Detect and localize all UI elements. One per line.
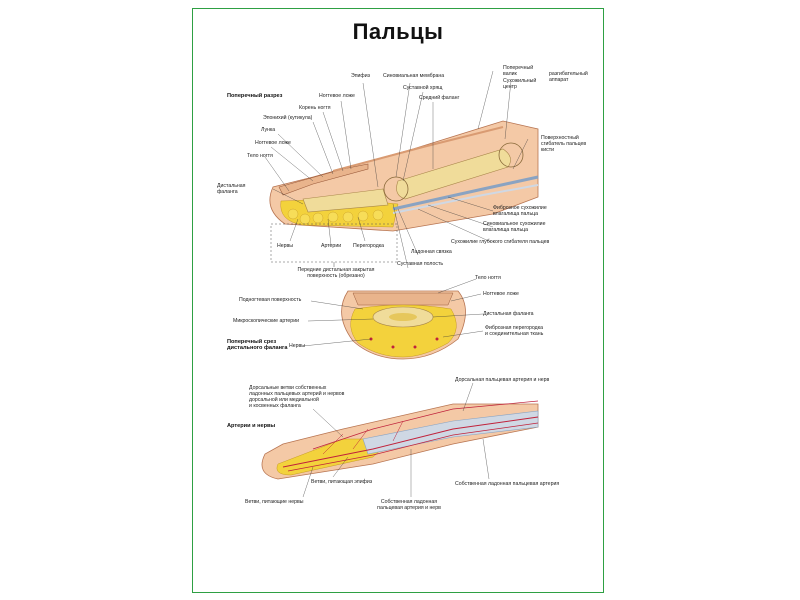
label-tendon-center-2: центр bbox=[503, 84, 517, 90]
label-a-epiphysis-branch: Ветви, питающая эпифиз bbox=[311, 479, 373, 485]
label-superficial-flexor-3: кисти bbox=[541, 147, 555, 153]
label-fibrous-sheath-2: влагалища пальца bbox=[493, 211, 539, 217]
label-a-nerve-branches: Ветви, питающие нервы bbox=[245, 499, 304, 505]
label-a-proper-palmar-1: Собственная ладонная bbox=[380, 499, 438, 505]
finger-longitudinal-section bbox=[269, 120, 539, 267]
label-synovial-membrane: Синовиальная мембрана bbox=[383, 73, 445, 79]
label-superficial-flexor-2: сгибатель пальцев bbox=[541, 141, 587, 147]
poster-frame: Пальцы bbox=[192, 8, 604, 593]
label-nail-bed-left: Ногтевое ложе bbox=[255, 140, 291, 146]
label-extensor-1: разгибательный bbox=[549, 71, 588, 77]
label-eponychium: Эпонихий (кутикула) bbox=[263, 115, 313, 121]
label-t-nerves: Нервы bbox=[289, 343, 306, 349]
label-nerves-top: Нервы bbox=[277, 243, 294, 249]
label-septum: Перегородка bbox=[353, 243, 384, 249]
label-t-nail-body: Тело ногтя bbox=[475, 275, 501, 281]
label-a-dorsal-branches-1: Дорсальные ветви собственных bbox=[249, 385, 327, 391]
label-tendon-center-1: Сухожильный bbox=[503, 78, 537, 84]
label-fibrous-sheath-1: Фиброзное сухожилие bbox=[493, 205, 547, 211]
label-middle-phalanx: Средний фаланг bbox=[419, 95, 460, 101]
label-transverse-ridge-1: Поперечный bbox=[503, 65, 534, 71]
leader-lines-top bbox=[264, 70, 529, 269]
page-title: Пальцы bbox=[352, 19, 444, 44]
label-lunula: Лунка bbox=[261, 127, 276, 133]
label-synovial-sheath-1: Синовиальное сухожилие bbox=[483, 221, 546, 227]
label-a-dorsal-artery: Дорсальная пальцевая артерия и нерв bbox=[455, 377, 550, 383]
label-t-distal-phalanx: Дистальная фаланга bbox=[483, 311, 534, 317]
label-palmar-ligament: Ладонная связка bbox=[411, 249, 452, 255]
label-nail-bed-top: Ногтевое ложе bbox=[319, 93, 355, 99]
label-t-subungual: Подногтевая поверхность bbox=[239, 297, 302, 303]
label-extensor-2: аппарат bbox=[549, 77, 569, 83]
label-a-dorsal-branches-3: дорсальной или медиальной bbox=[249, 397, 319, 403]
label-anterior-surface-1: Передние дистальная закрытая bbox=[297, 267, 375, 273]
leader-lines-bottom bbox=[302, 382, 490, 498]
section-transverse-2: дистального фаланга bbox=[227, 345, 288, 351]
label-nail-root: Корень ногтя bbox=[299, 105, 331, 111]
label-a-palmar-digital: Собственная ладонная пальцевая артерия bbox=[455, 481, 560, 487]
label-t-fibrous-septa-2: и соединительная ткань bbox=[485, 331, 544, 337]
label-t-fibrous-septa-1: Фиброзная перегородка bbox=[485, 325, 543, 331]
label-joint-cavity: Суставная полость bbox=[397, 261, 444, 267]
label-superficial-flexor-1: Поверхностный bbox=[541, 135, 579, 141]
anatomy-illustration bbox=[261, 70, 539, 498]
label-t-nail-bed: Ногтевое ложе bbox=[483, 291, 519, 297]
label-distal-phalanx-2: фаланга bbox=[217, 189, 238, 195]
leader-lines-middle bbox=[302, 278, 484, 347]
label-arteries-top: Артерии bbox=[321, 243, 342, 249]
label-synovial-sheath-2: влагалища пальца bbox=[483, 227, 529, 233]
section-cross-section: Поперечный разрез bbox=[227, 93, 283, 99]
section-transverse-1: Поперечный срез bbox=[227, 339, 277, 345]
label-joint-capsule: Суставной хрящ bbox=[403, 85, 443, 91]
label-distal-phalanx-1: Дистальная bbox=[217, 183, 246, 189]
label-transverse-ridge-2: валик bbox=[503, 71, 517, 77]
finger-arteries-nerves bbox=[261, 400, 539, 480]
label-a-proper-palmar-2: пальцевая артерия и нерв bbox=[377, 505, 441, 511]
label-anterior-surface-2: поверхность (обрезано) bbox=[307, 273, 365, 279]
label-a-dorsal-branches-2: ладонных пальцевых артерий и нервов bbox=[249, 391, 345, 397]
label-epiphysis: Эпифиз bbox=[351, 73, 370, 79]
label-deep-flexor: Сухожилие глубокого сгибателя пальцев bbox=[451, 239, 550, 245]
label-nail-body: Тело ногтя bbox=[247, 153, 273, 159]
section-arteries-nerves: Артерии и нервы bbox=[227, 423, 276, 429]
finger-transverse-section bbox=[341, 290, 466, 360]
label-a-dorsal-branches-4: и косвенных фаланга bbox=[249, 403, 301, 409]
label-t-micro-arteries: Микроскопические артерии bbox=[233, 318, 299, 324]
